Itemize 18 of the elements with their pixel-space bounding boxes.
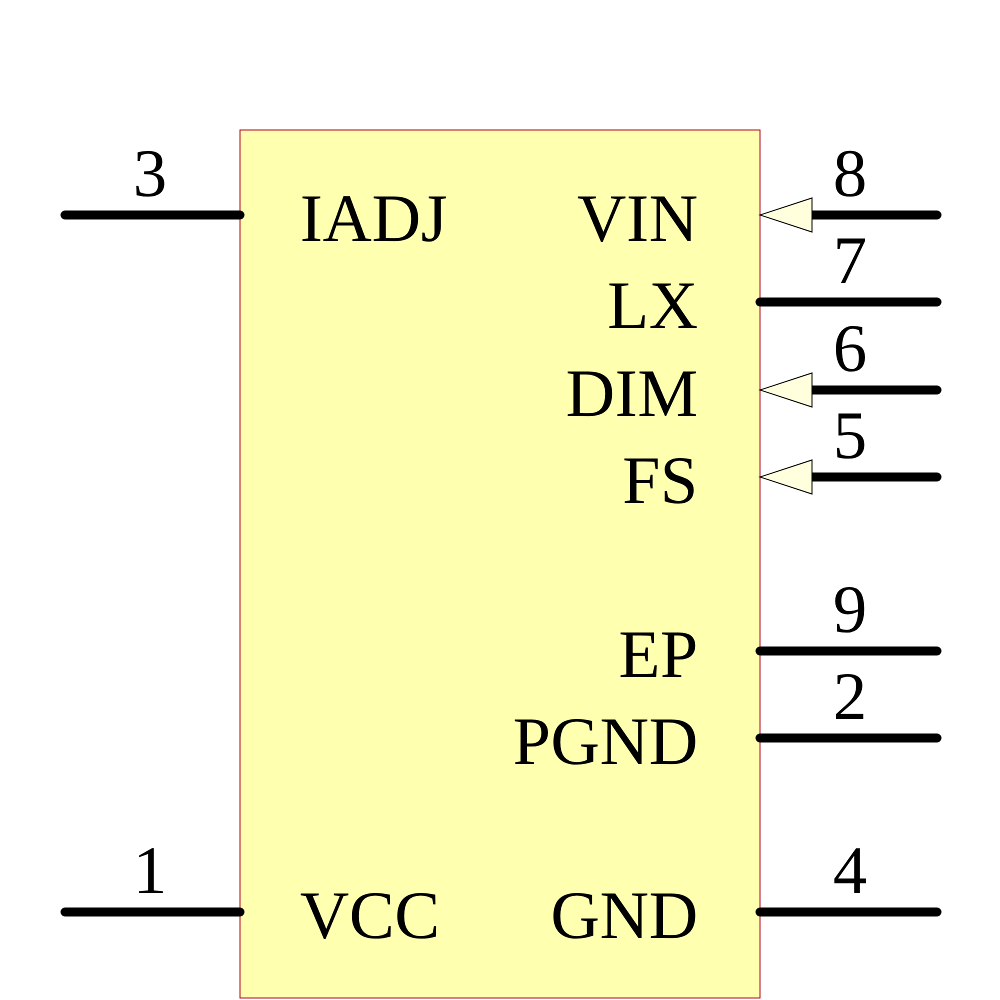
pin-number: 1 bbox=[132, 836, 168, 904]
pin-number: 4 bbox=[832, 836, 868, 904]
pin-name: VIN bbox=[577, 184, 698, 252]
pin-number: 3 bbox=[132, 139, 168, 207]
pin-name: IADJ bbox=[300, 184, 448, 252]
pin-number: 6 bbox=[832, 314, 868, 382]
pin-name: GND bbox=[550, 881, 698, 949]
pin-name: LX bbox=[607, 271, 698, 339]
pin-number: 5 bbox=[832, 401, 868, 469]
pin-name: PGND bbox=[512, 707, 698, 775]
pin-name: FS bbox=[622, 446, 698, 514]
pin-name: VCC bbox=[300, 881, 440, 949]
pin-name: DIM bbox=[566, 359, 698, 427]
pin-number: 9 bbox=[832, 575, 868, 643]
pin-number: 8 bbox=[832, 139, 868, 207]
pin-number: 2 bbox=[832, 662, 868, 730]
pin-number: 7 bbox=[832, 226, 868, 294]
pin-name: EP bbox=[618, 620, 698, 688]
